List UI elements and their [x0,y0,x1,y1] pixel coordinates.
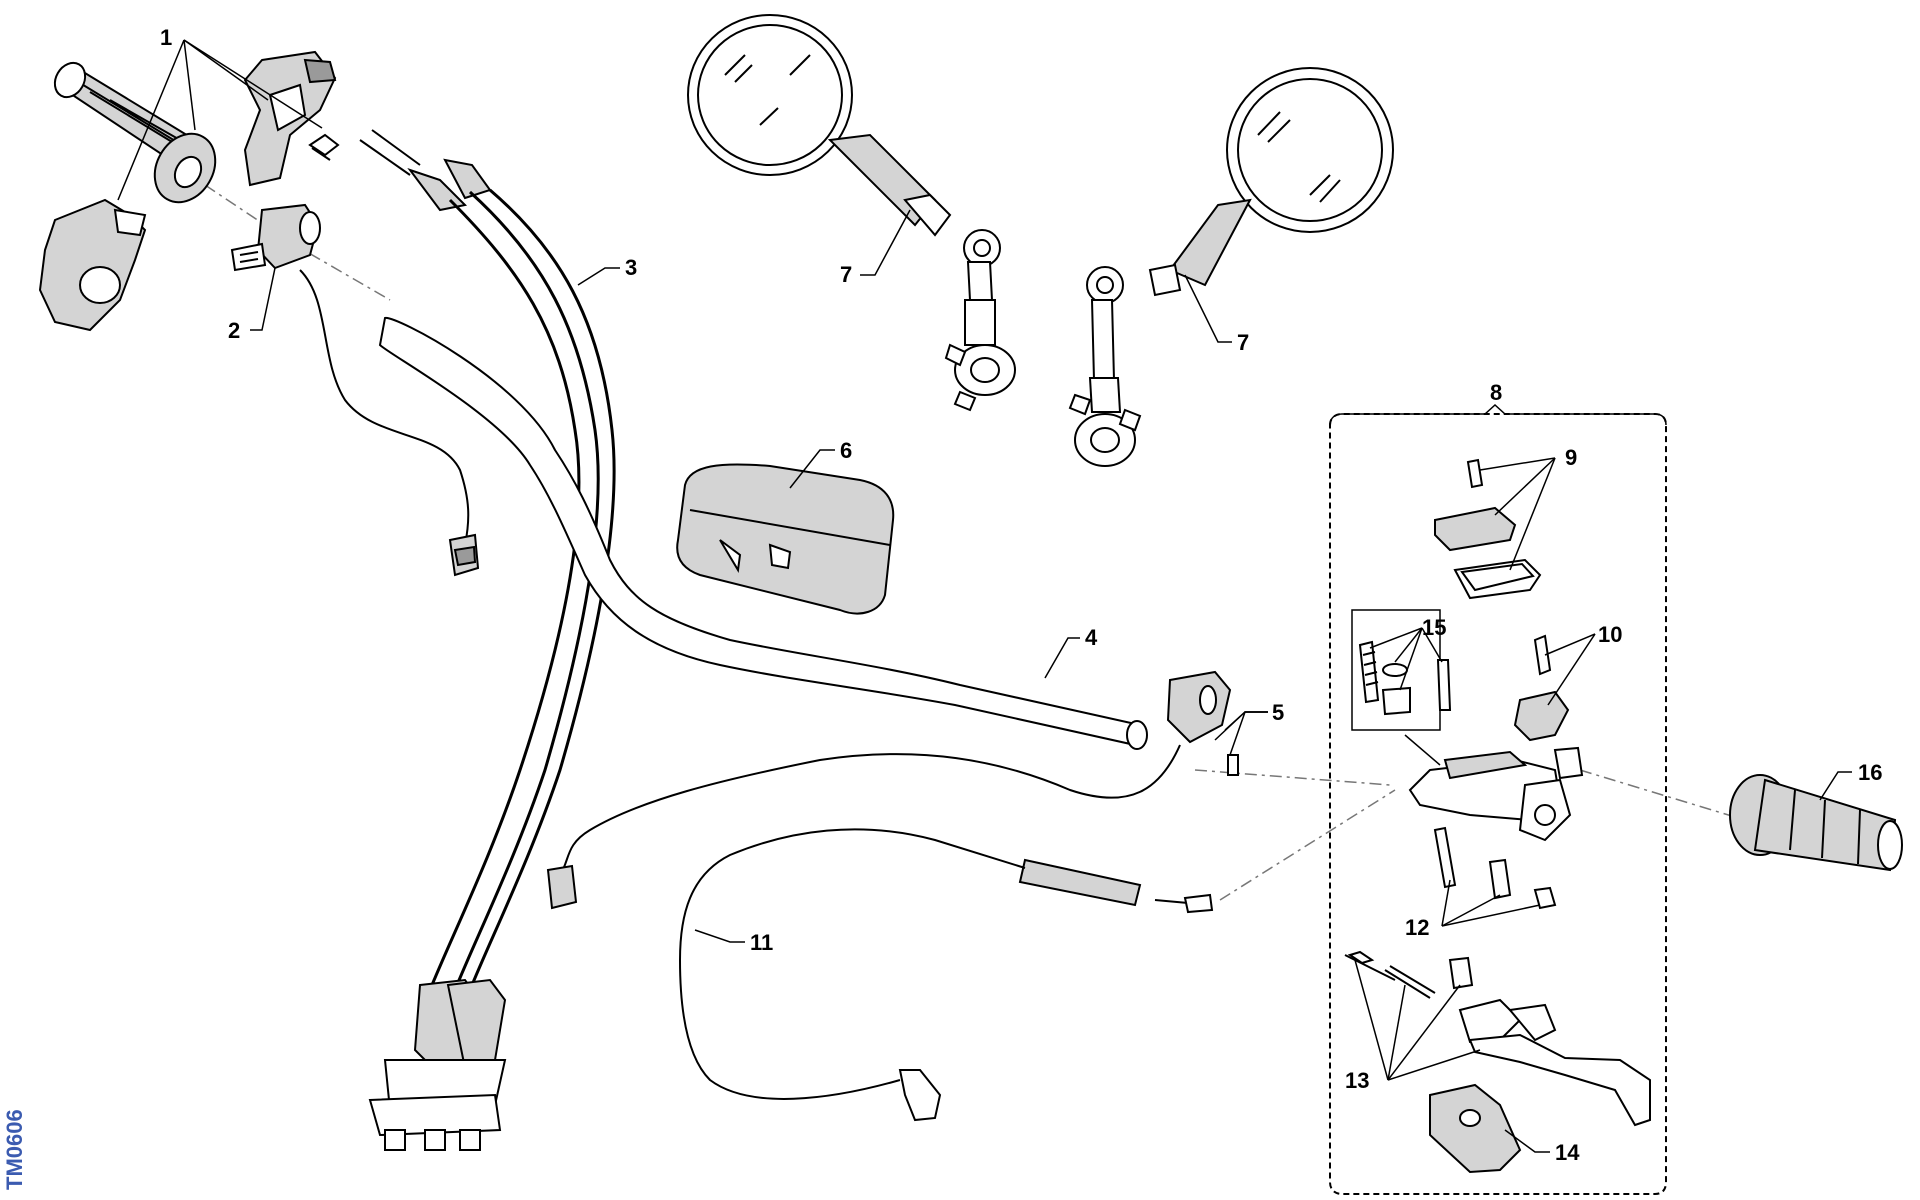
callout-10: 10 [1598,622,1622,647]
callout-1: 1 [160,25,172,50]
brake-master-cylinder-group [1329,403,1667,1195]
figure-code: TM0606 [2,1109,27,1190]
leader-lines [117,39,1852,1153]
callout-11: 11 [750,930,773,955]
throttle-cables [359,129,616,1151]
callout-12: 12 [1405,915,1429,940]
callout-16: 16 [1858,760,1882,785]
callout-7-right: 7 [1237,330,1249,355]
callout-5: 5 [1272,700,1284,725]
handlebar [378,316,1148,750]
callout-8: 8 [1490,380,1502,405]
callout-7-left: 7 [840,262,852,287]
callout-9: 9 [1565,445,1577,470]
callout-4: 4 [1085,625,1098,650]
right-grip [1729,774,1903,872]
kill-switch [230,203,480,577]
left-mirror [687,14,1016,412]
callout-3: 3 [625,255,637,280]
right-mirror [1068,67,1394,467]
callout-labels: 1 2 3 4 5 6 7 7 8 9 10 11 12 13 14 15 16 [160,25,1882,1165]
callout-14: 14 [1555,1140,1580,1165]
right-switch [546,670,1239,910]
callout-13: 13 [1345,1068,1369,1093]
callout-2: 2 [228,318,240,343]
clutch-cable [678,828,1214,1122]
callout-6: 6 [840,438,852,463]
handlebar-pad [676,463,895,615]
throttle-grip-assembly [38,50,340,332]
callout-15: 15 [1422,615,1446,640]
